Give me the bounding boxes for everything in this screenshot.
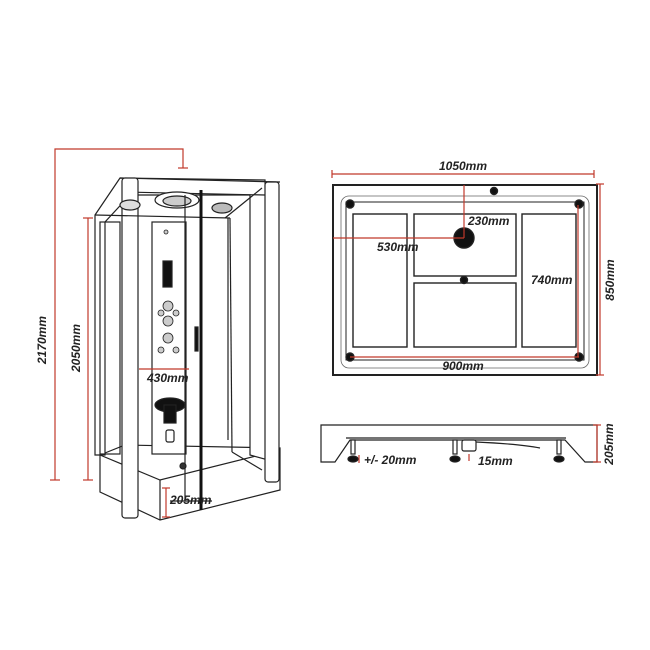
drain-icon (179, 462, 187, 470)
drain-from-back-label: 230mm (467, 214, 510, 228)
inner-depth-label: 740mm (531, 273, 573, 287)
tray-side-view (320, 424, 598, 463)
side-view-dimensions (358, 424, 601, 463)
side-tray-height-label: 205mm (602, 423, 616, 466)
cabin-perspective-view (94, 177, 281, 521)
display-icon (162, 260, 173, 288)
inner-width-label: 900mm (442, 359, 484, 373)
top-view-dimensions (331, 170, 604, 376)
door-handle (194, 326, 199, 352)
drain-clearance-label: 15mm (478, 454, 513, 468)
leg-adjust-label: +/- 20mm (364, 453, 417, 467)
panel-width-label: 430mm (146, 371, 189, 385)
cabin-height-label: 2050mm (69, 324, 83, 373)
cabin-dimensions (50, 148, 212, 518)
overall-width-label: 1050mm (439, 159, 487, 173)
total-height-label: 2170mm (35, 316, 49, 365)
overall-depth-label: 850mm (603, 259, 617, 301)
adjustable-legs (347, 439, 565, 463)
tray-top-view (332, 184, 598, 376)
jet-buttons (157, 229, 180, 354)
tray-height-label: 205mm (169, 493, 212, 507)
drain-from-side-label: 530mm (377, 240, 419, 254)
